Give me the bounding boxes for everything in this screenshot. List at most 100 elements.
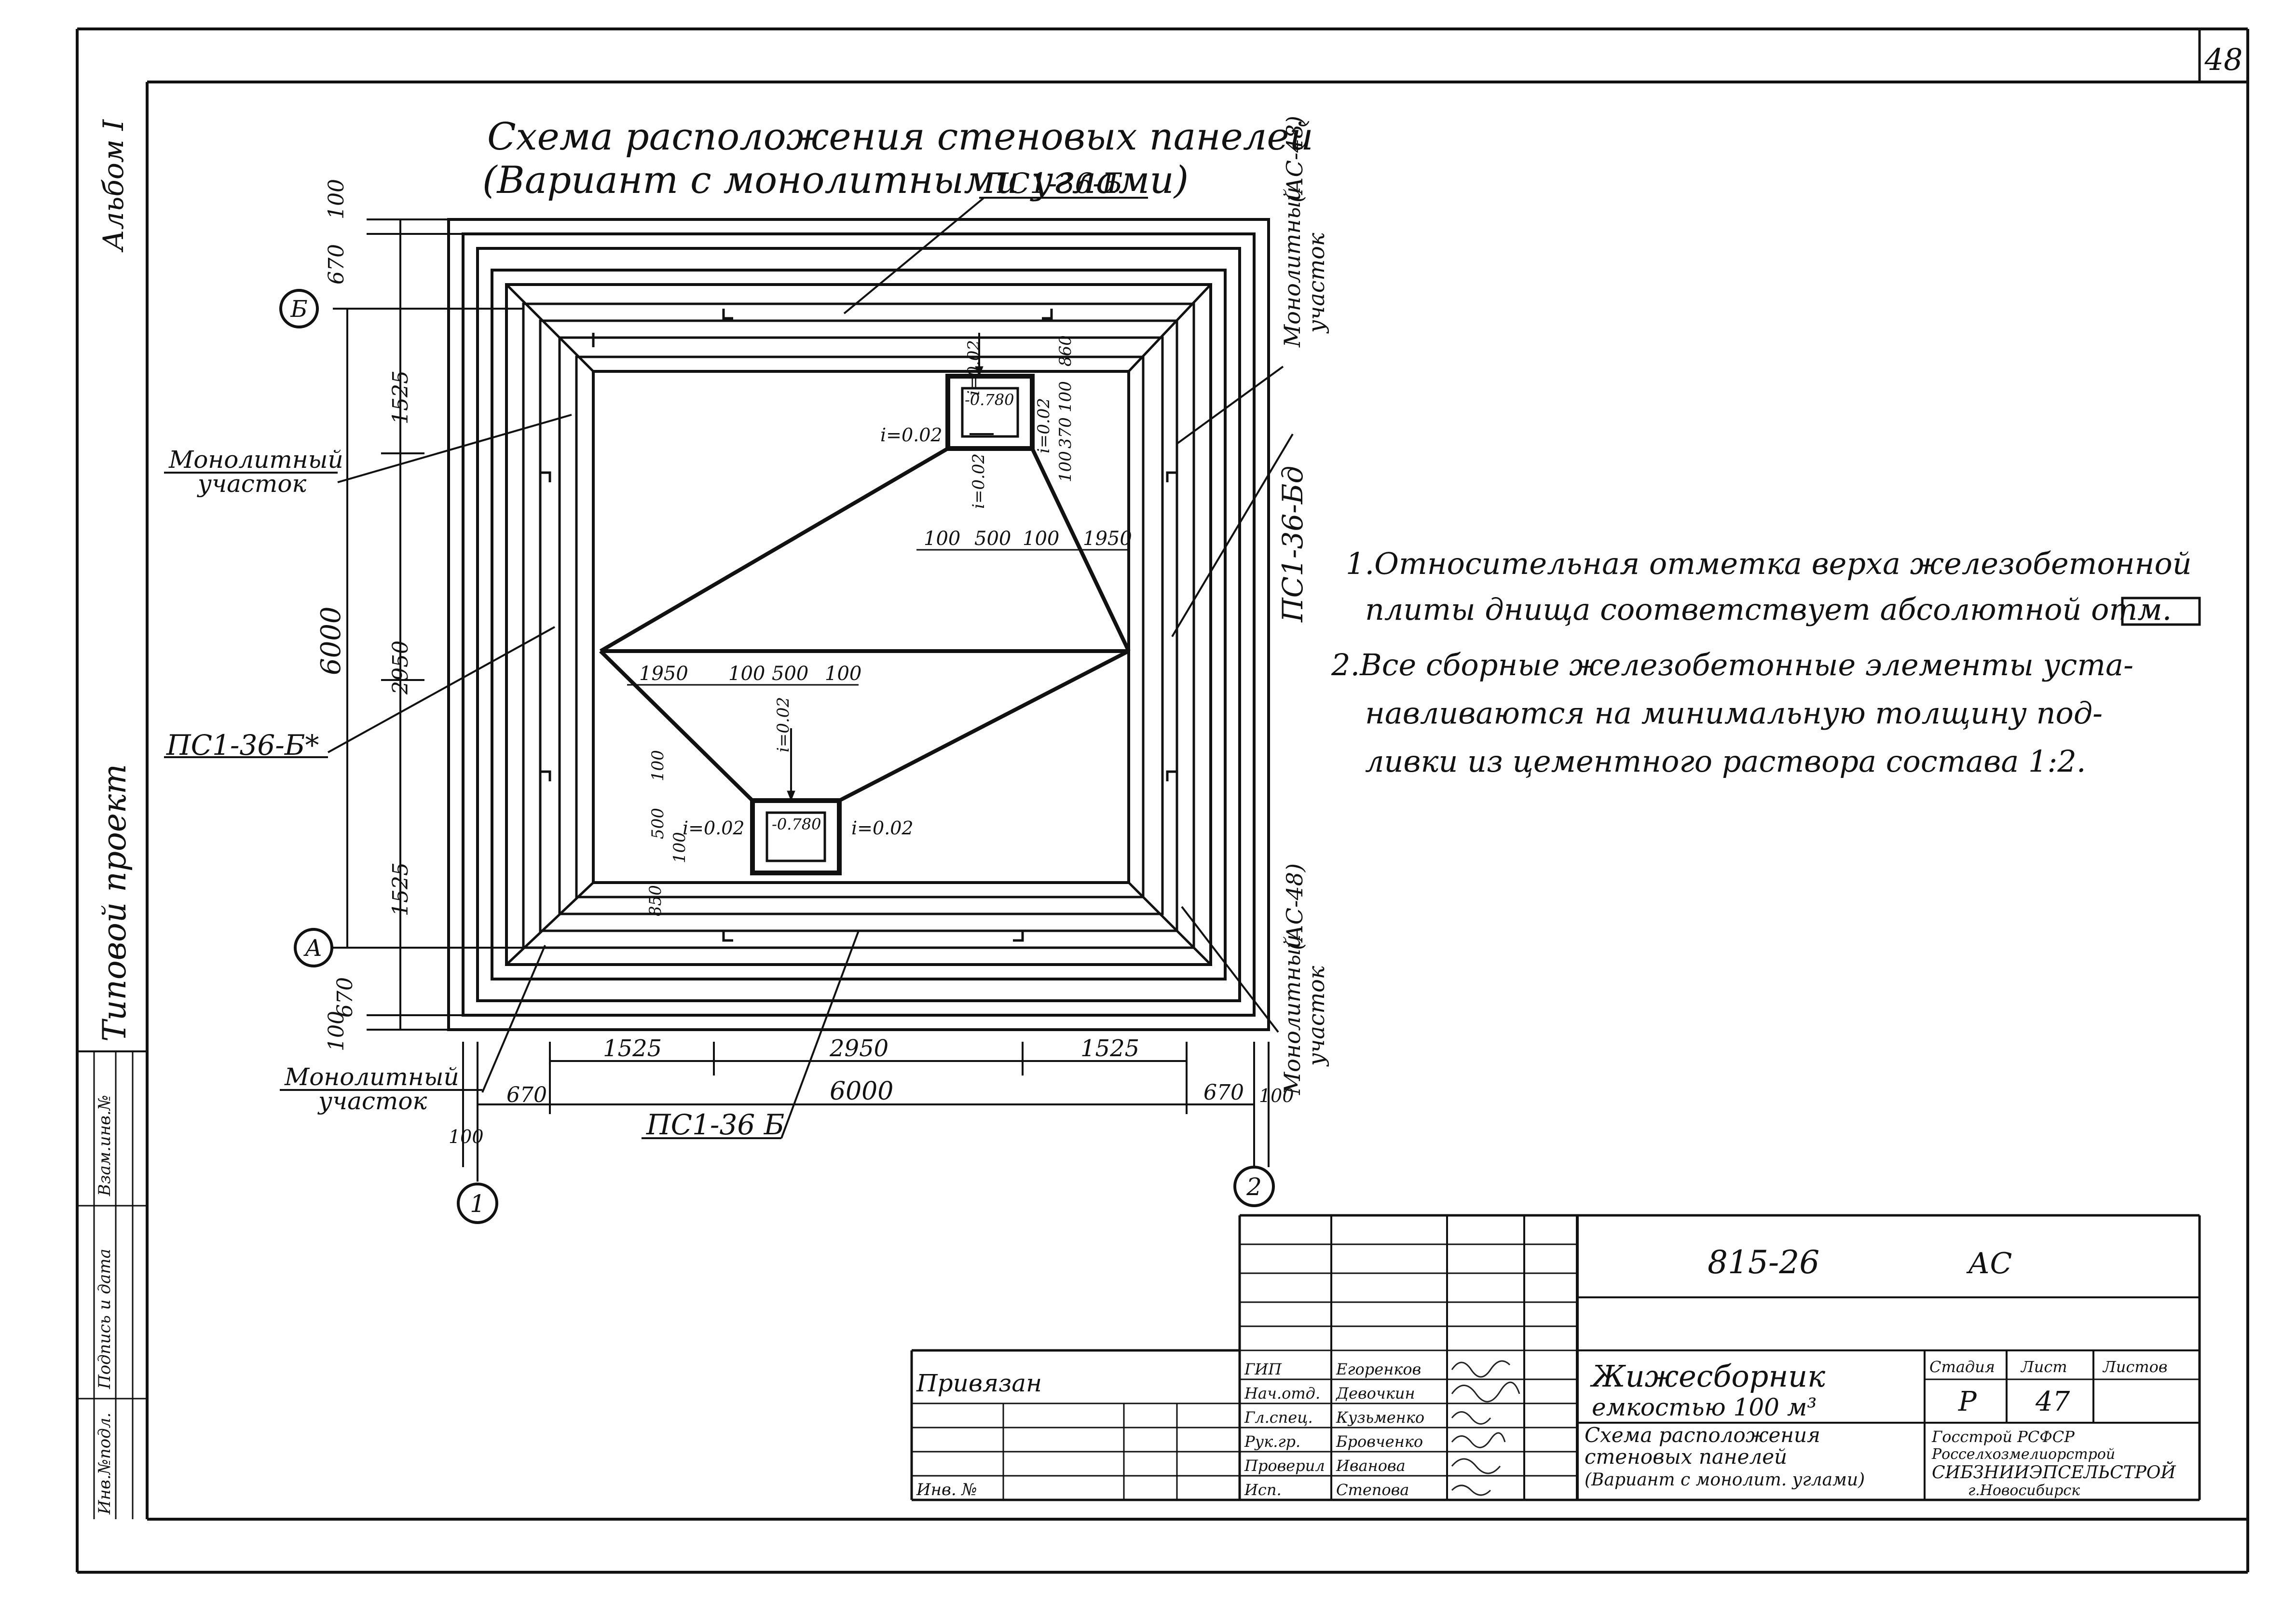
stamp-role: Проверил [1244,1456,1325,1475]
stamp-inv: Инв. № [916,1480,977,1499]
side-strip-sign: Подпись и дата [95,1249,114,1389]
pit-dim: 100 [1056,381,1075,412]
monolithic-corners [506,284,1212,966]
axis-bubble-a [294,928,333,967]
callout-mono-right-bottom-1: Монолитный [1279,934,1305,1095]
side-strip-vzam: Взам.инв.№ [95,1095,114,1197]
callout-panel-top: ПС1-36-Б [984,167,1122,200]
left-total-dim: 6000 [315,606,347,675]
pit-lower [750,728,842,875]
signatures [1451,1360,1520,1496]
pit-dim: 100 [728,663,765,685]
callout-mono-right-bottom-2: участок [1303,966,1329,1067]
stamp-role: Гл.спец. [1244,1408,1313,1427]
side-strip [77,1051,147,1519]
stamp-person: Иванова [1336,1456,1406,1475]
note-line: ливки из цементного раствора состава 1:2… [1365,744,2086,779]
note-line: плиты днища соответствует абсолютной отм… [1365,592,2172,627]
callout-mono-left-top-2: участок [197,470,306,498]
project-type-label: Типовой проект [96,764,133,1042]
left-dim: 100 [324,179,349,219]
pit-dim: 860 [1056,335,1075,367]
stamp-person: Девочкин [1335,1384,1415,1402]
bottom-side-dim: 670 [1203,1080,1244,1105]
pit-lower-mark: -0.780 [772,815,821,833]
stamp-name-line1: Жижесборник [1590,1359,1826,1394]
pit-dim: 100 [670,832,689,863]
callout-panel-left: ПС1-36-Б* [166,729,319,762]
title-block-grid [910,1214,2201,1501]
stamp-sheet: 47 [2035,1386,2070,1417]
pit-upper-mark: -0.780 [965,391,1014,409]
elevation-box [2121,597,2201,626]
bottom-dim: 2950 [829,1035,888,1062]
slope-label: i=0.02 [1034,398,1053,453]
axis-bubble-2 [1233,1166,1275,1207]
axis-label-2: 2 [1246,1173,1262,1201]
stamp-person: Бровченко [1336,1432,1423,1451]
callout-mono-right-top-3: (АС-48) [1282,116,1308,203]
pit-dim: 100 [1023,528,1059,550]
stamp-org-4: г.Новосибирск [1968,1482,2080,1499]
callout-panel-bottom: ПС1-36 Б [646,1108,784,1141]
stamp-org-2: Росселхозмелиорстрой [1931,1446,2115,1463]
floor-slope-lines [599,447,1131,803]
stamp-title-1: Схема расположения [1585,1423,1820,1447]
callout-mono-right-bottom-3: (АС-48) [1282,863,1308,950]
bottom-dim: 1525 [603,1035,662,1062]
axis-bubble-1 [457,1183,498,1224]
bottom-side-dim: 100 [449,1126,484,1147]
left-dim: 1525 [388,862,413,916]
stamp-attached: Привязан [916,1369,1042,1397]
stamp-name-line2: емкостью 100 м³ [1592,1393,1817,1421]
slope-label: i=0.02 [964,340,984,395]
stamp-person: Кузьменко [1336,1408,1424,1427]
note-line: навливаются на минимальную толщину под- [1365,695,2103,731]
stamp-code: 815-26 [1708,1244,1819,1281]
side-strip-inv: Инв.№подл. [95,1413,114,1515]
bottom-dim-lines [462,1042,1270,1182]
stamp-title-2: стеновых панелей [1585,1445,1787,1469]
stamp-role: Нач.отд. [1244,1384,1320,1402]
pit-dim: 100 [648,750,668,781]
sheet-frame [76,27,2249,1574]
stamp-stage-label: Стадия [1929,1358,1995,1376]
slope-label: i=0.02 [969,453,988,509]
pit-dim: 1950 [639,663,688,685]
left-dim: 670 [333,977,357,1018]
note-line: 2.Все сборные железобетонные элементы ус… [1331,647,2133,682]
stamp-sheets-label: Листов [2102,1358,2167,1376]
stamp-role: Рук.гр. [1244,1432,1300,1451]
pit-dim: 100 [825,663,861,685]
pit-dim: 100 [1056,451,1075,482]
axis-label-b: Б [290,296,307,323]
callout-panel-right: ПС1-36-Бд [1276,466,1309,623]
pit-dim: 500 [772,663,808,685]
callout-mono-right-top-1: Монолитный [1279,187,1305,348]
stamp-role: Исп. [1244,1481,1282,1499]
axis-bubble-b [279,289,319,328]
left-dim: 100 [324,1011,349,1051]
pit-dim: 850 [646,885,665,916]
album-label: Альбом I [97,119,130,253]
stamp-role: ГИП [1244,1360,1282,1378]
note-line: 1.Относительная отметка верха железобето… [1346,546,2192,581]
slope-label: i=0.02 [683,817,745,839]
stamp-org-3: СИБЗНИИЭПСЕЛЬСТРОЙ [1932,1461,2176,1483]
slope-label: i=0.02 [880,424,943,446]
axis-label-1: 1 [470,1190,485,1218]
bottom-dim: 1525 [1080,1035,1139,1062]
sheet-number: 48 [2204,42,2243,77]
left-dim: 1525 [388,370,413,424]
stamp-person: Степова [1336,1481,1409,1499]
bottom-side-dim: 100 [1259,1085,1294,1106]
pit-dim: 500 [648,808,668,839]
pit-dim: 1950 [1083,528,1132,550]
callout-mono-right-top-2: участок [1303,232,1329,334]
plan-title-line2: (Вариант с монолитными углами) [482,159,1189,202]
stamp-person: Егоренков [1336,1360,1421,1378]
left-dim: 2950 [388,640,413,695]
pit-dim: 100 [924,528,960,550]
pit-dim: 370 [1056,417,1075,449]
